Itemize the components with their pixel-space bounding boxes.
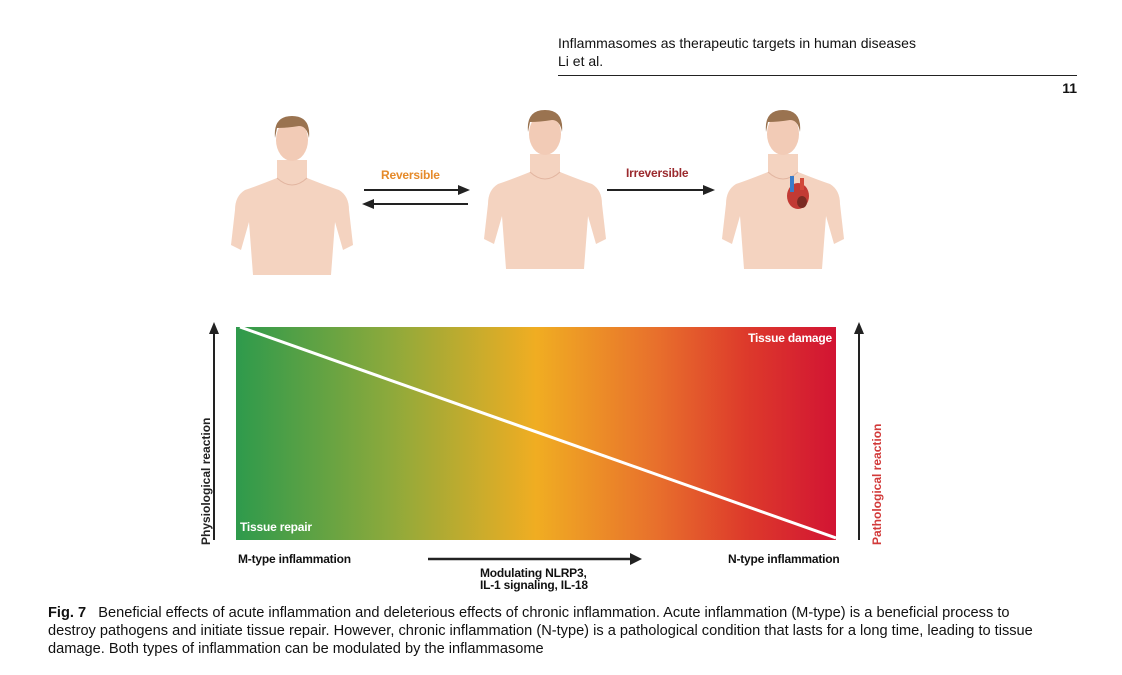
diagonal-line <box>239 327 836 540</box>
running-authors: Li et al. <box>558 53 604 69</box>
m-type-label: M-type inflammation <box>238 552 351 566</box>
modulating-line-1: Modulating NLRP3, <box>480 566 587 580</box>
reversible-arrows <box>362 185 470 209</box>
heart-icon <box>787 176 809 209</box>
irreversible-arrow <box>607 185 715 195</box>
n-type-label: N-type inflammation <box>728 552 840 566</box>
reversible-label: Reversible <box>381 168 440 182</box>
diseased-person-illustration <box>718 104 848 269</box>
healthy-person-illustration <box>227 110 357 275</box>
physiological-arrow <box>209 322 219 540</box>
page-number: 11 <box>1062 80 1077 96</box>
caption-text: Beneficial effects of acute inflammation… <box>48 605 1033 657</box>
tissue-repair-label: Tissue repair <box>240 520 312 534</box>
physiological-reaction-label: Physiological reaction <box>199 417 213 545</box>
tissue-damage-label: Tissue damage <box>748 331 832 345</box>
header-rule <box>558 75 1077 76</box>
intermediate-person-illustration <box>480 104 610 269</box>
irreversible-label: Irreversible <box>626 166 689 180</box>
modulating-label: Modulating NLRP3, IL-1 signaling, IL-18 <box>480 567 588 591</box>
pathological-reaction-label: Pathological reaction <box>870 423 884 545</box>
modulating-arrow <box>428 553 642 565</box>
figure-caption: Fig. 7 Beneficial effects of acute infla… <box>48 604 1048 658</box>
pathological-arrow <box>854 322 864 540</box>
modulating-line-2: IL-1 signaling, IL-18 <box>480 578 588 592</box>
figure-label: Fig. 7 <box>48 605 87 621</box>
running-title: Inflammasomes as therapeutic targets in … <box>558 35 916 51</box>
inflammation-gradient: Tissue damage Tissue repair <box>236 327 836 540</box>
